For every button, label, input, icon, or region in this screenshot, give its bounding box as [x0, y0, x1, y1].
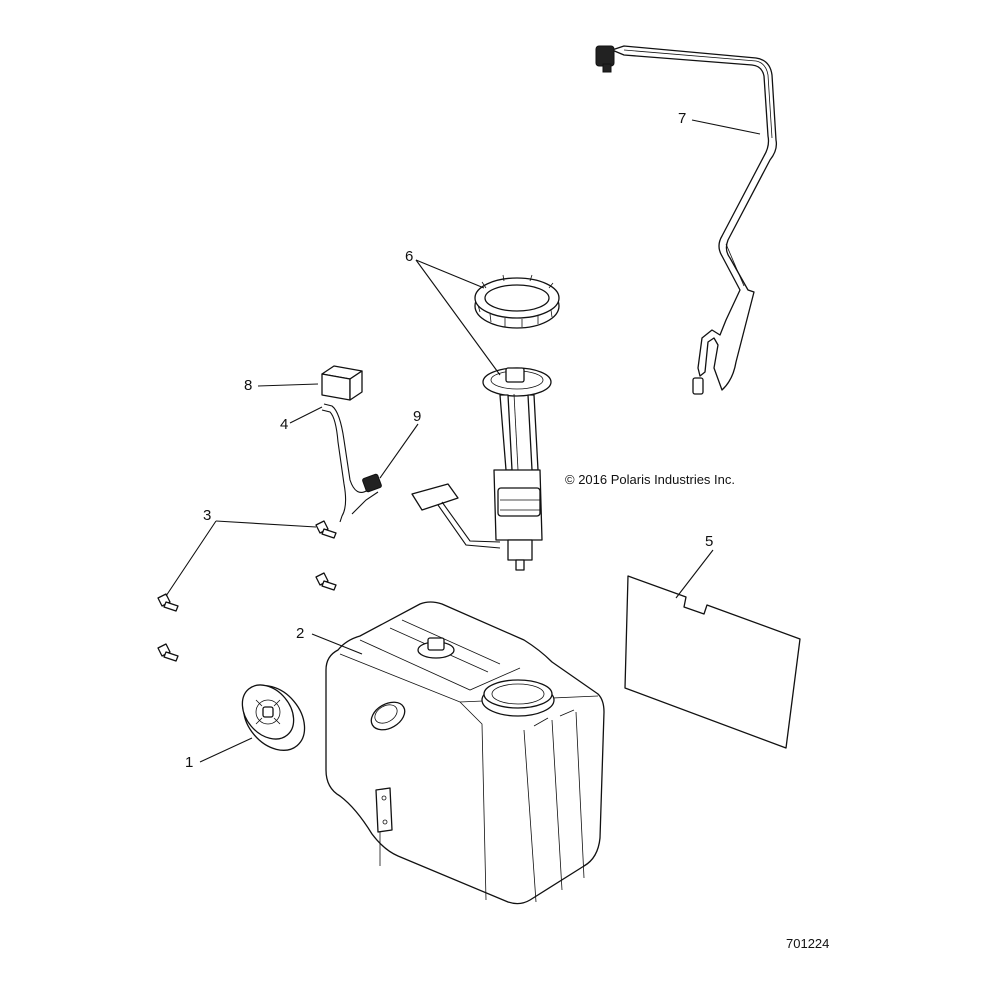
- leader-lines: [165, 119, 761, 763]
- decal-label-part[interactable]: [624, 575, 801, 749]
- fuel-cap-part[interactable]: [231, 674, 317, 763]
- wire-harness-part[interactable]: [321, 403, 382, 523]
- copyright-text: © 2016 Polaris Industries Inc.: [565, 472, 735, 487]
- callout-4: 4: [280, 416, 289, 433]
- callout-2: 2: [296, 625, 305, 642]
- fuel-tank-part[interactable]: [325, 601, 605, 905]
- bolt-lower-part[interactable]: [157, 643, 179, 662]
- vent-hose-part[interactable]: [595, 45, 778, 395]
- callout-8: 8: [244, 377, 253, 394]
- callout-6: 6: [405, 248, 414, 265]
- callout-9: 9: [413, 408, 422, 425]
- callout-1: 1: [185, 754, 194, 771]
- fuel-pump-ring-part[interactable]: [474, 274, 560, 329]
- bolt-middle-part[interactable]: [315, 572, 337, 591]
- callout-5: 5: [705, 533, 714, 550]
- bolt-left-part[interactable]: [157, 593, 179, 612]
- figure-number: 701224: [786, 936, 830, 951]
- foam-pad-part[interactable]: [321, 365, 363, 401]
- bolt-upper-part[interactable]: [315, 520, 337, 539]
- callout-3: 3: [203, 507, 212, 524]
- callout-7: 7: [678, 110, 687, 127]
- fuel-pump-module-part[interactable]: [411, 367, 552, 571]
